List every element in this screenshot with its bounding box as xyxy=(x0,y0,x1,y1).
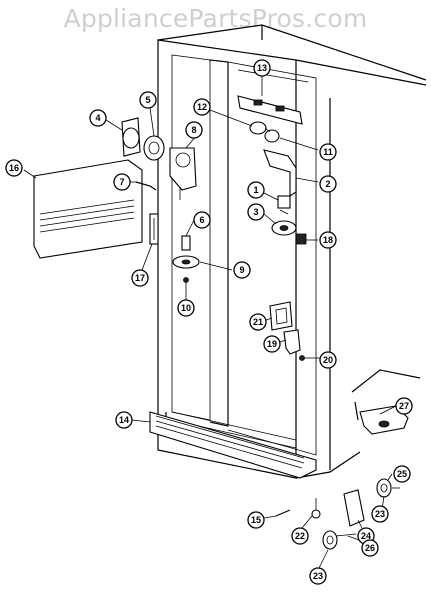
callout-4: 4 xyxy=(89,109,107,127)
svg-text:17: 17 xyxy=(135,273,145,283)
callout-9: 9 xyxy=(233,261,251,279)
callout-11: 11 xyxy=(319,143,337,161)
svg-text:19: 19 xyxy=(267,339,277,349)
drain-cup xyxy=(172,235,200,298)
svg-text:13: 13 xyxy=(257,63,267,73)
svg-text:10: 10 xyxy=(181,303,191,313)
svg-text:16: 16 xyxy=(9,163,19,173)
svg-text:4: 4 xyxy=(95,113,100,123)
actuator-assembly xyxy=(121,117,197,200)
watermark-text: AppliancePartsPros.com xyxy=(63,4,368,33)
svg-text:25: 25 xyxy=(397,469,407,479)
callout-14: 14 xyxy=(115,411,133,429)
lower-grille xyxy=(149,411,317,479)
svg-text:1: 1 xyxy=(253,185,258,195)
callout-17: 17 xyxy=(131,269,149,287)
svg-text:18: 18 xyxy=(323,235,333,245)
callout-18: 18 xyxy=(319,231,337,249)
svg-text:15: 15 xyxy=(251,515,261,525)
svg-text:5: 5 xyxy=(145,95,150,105)
svg-text:23: 23 xyxy=(313,571,323,581)
callout-27: 27 xyxy=(395,397,413,415)
svg-text:26: 26 xyxy=(365,543,375,553)
callout-26: 26 xyxy=(361,539,379,557)
hinge-parts xyxy=(269,301,305,361)
svg-text:11: 11 xyxy=(323,147,333,157)
svg-text:20: 20 xyxy=(323,355,333,365)
callout-8: 8 xyxy=(185,121,203,139)
callout-20: 20 xyxy=(319,351,337,369)
callout-5: 5 xyxy=(139,91,157,109)
callout-15: 15 xyxy=(247,511,265,529)
svg-text:6: 6 xyxy=(199,215,204,225)
svg-text:12: 12 xyxy=(197,102,207,112)
callout-13: 13 xyxy=(253,59,271,77)
callout-2: 2 xyxy=(319,175,337,193)
svg-text:3: 3 xyxy=(253,207,258,217)
callout-23-upper: 23 xyxy=(371,505,389,523)
svg-text:22: 22 xyxy=(295,531,305,541)
svg-text:23: 23 xyxy=(375,509,385,519)
callout-7: 7 xyxy=(113,173,131,191)
callout-6: 6 xyxy=(193,211,211,229)
callout-1: 1 xyxy=(247,181,265,199)
callout-22: 22 xyxy=(291,527,309,545)
svg-text:9: 9 xyxy=(239,265,244,275)
leader-lines xyxy=(23,76,397,571)
actuator-wire xyxy=(135,181,159,245)
svg-text:21: 21 xyxy=(253,317,263,327)
svg-text:27: 27 xyxy=(399,401,409,411)
callout-3: 3 xyxy=(247,203,265,221)
light-socket xyxy=(249,121,280,143)
roller-assembly xyxy=(275,478,400,550)
svg-text:2: 2 xyxy=(325,179,330,189)
callout-21: 21 xyxy=(249,313,267,331)
callout-12: 12 xyxy=(193,98,211,116)
control-plate xyxy=(237,95,303,125)
callout-25: 25 xyxy=(393,465,411,483)
callout-10: 10 xyxy=(177,299,195,317)
svg-text:8: 8 xyxy=(191,125,196,135)
svg-text:24: 24 xyxy=(361,531,371,541)
svg-text:14: 14 xyxy=(119,415,129,425)
callout-23-lower: 23 xyxy=(309,567,327,585)
callout-19: 19 xyxy=(263,335,281,353)
mounting-bracket xyxy=(263,149,297,198)
lower-hinge-bracket xyxy=(351,369,421,435)
callout-16: 16 xyxy=(5,159,23,177)
small-switch-parts xyxy=(271,195,307,245)
svg-text:7: 7 xyxy=(119,177,124,187)
